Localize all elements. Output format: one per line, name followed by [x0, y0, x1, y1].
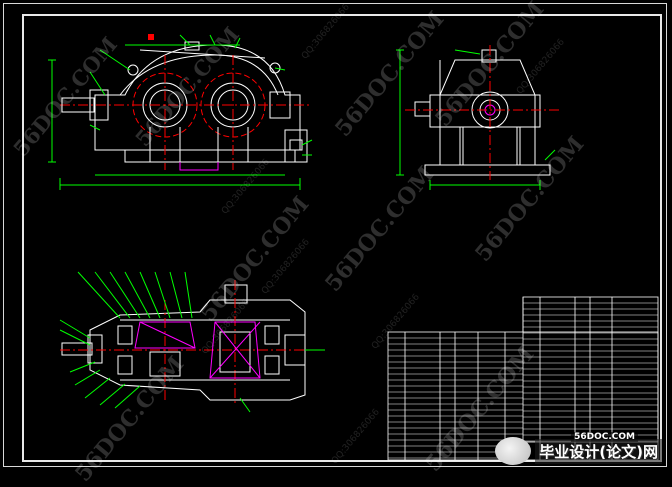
- site-domain: 56DOC.COM: [571, 432, 638, 442]
- side-view: [396, 45, 560, 190]
- site-badge: 毕业设计(论文)网: [495, 434, 662, 468]
- globe-icon: [495, 437, 532, 465]
- drawing-frame: [22, 14, 662, 462]
- gearbox-drawing: [48, 34, 659, 461]
- front-view: [48, 34, 313, 190]
- site-label: 毕业设计(论文)网: [535, 438, 662, 464]
- drawing-sheet-border: [3, 3, 667, 467]
- cad-drawing-canvas: 56DOC.COM 56DOC.COM 56DOC.COM 56DOC.COM …: [3, 0, 667, 487]
- parts-list-rows: [388, 302, 658, 459]
- section-view: [59, 271, 325, 413]
- marker: [148, 34, 154, 40]
